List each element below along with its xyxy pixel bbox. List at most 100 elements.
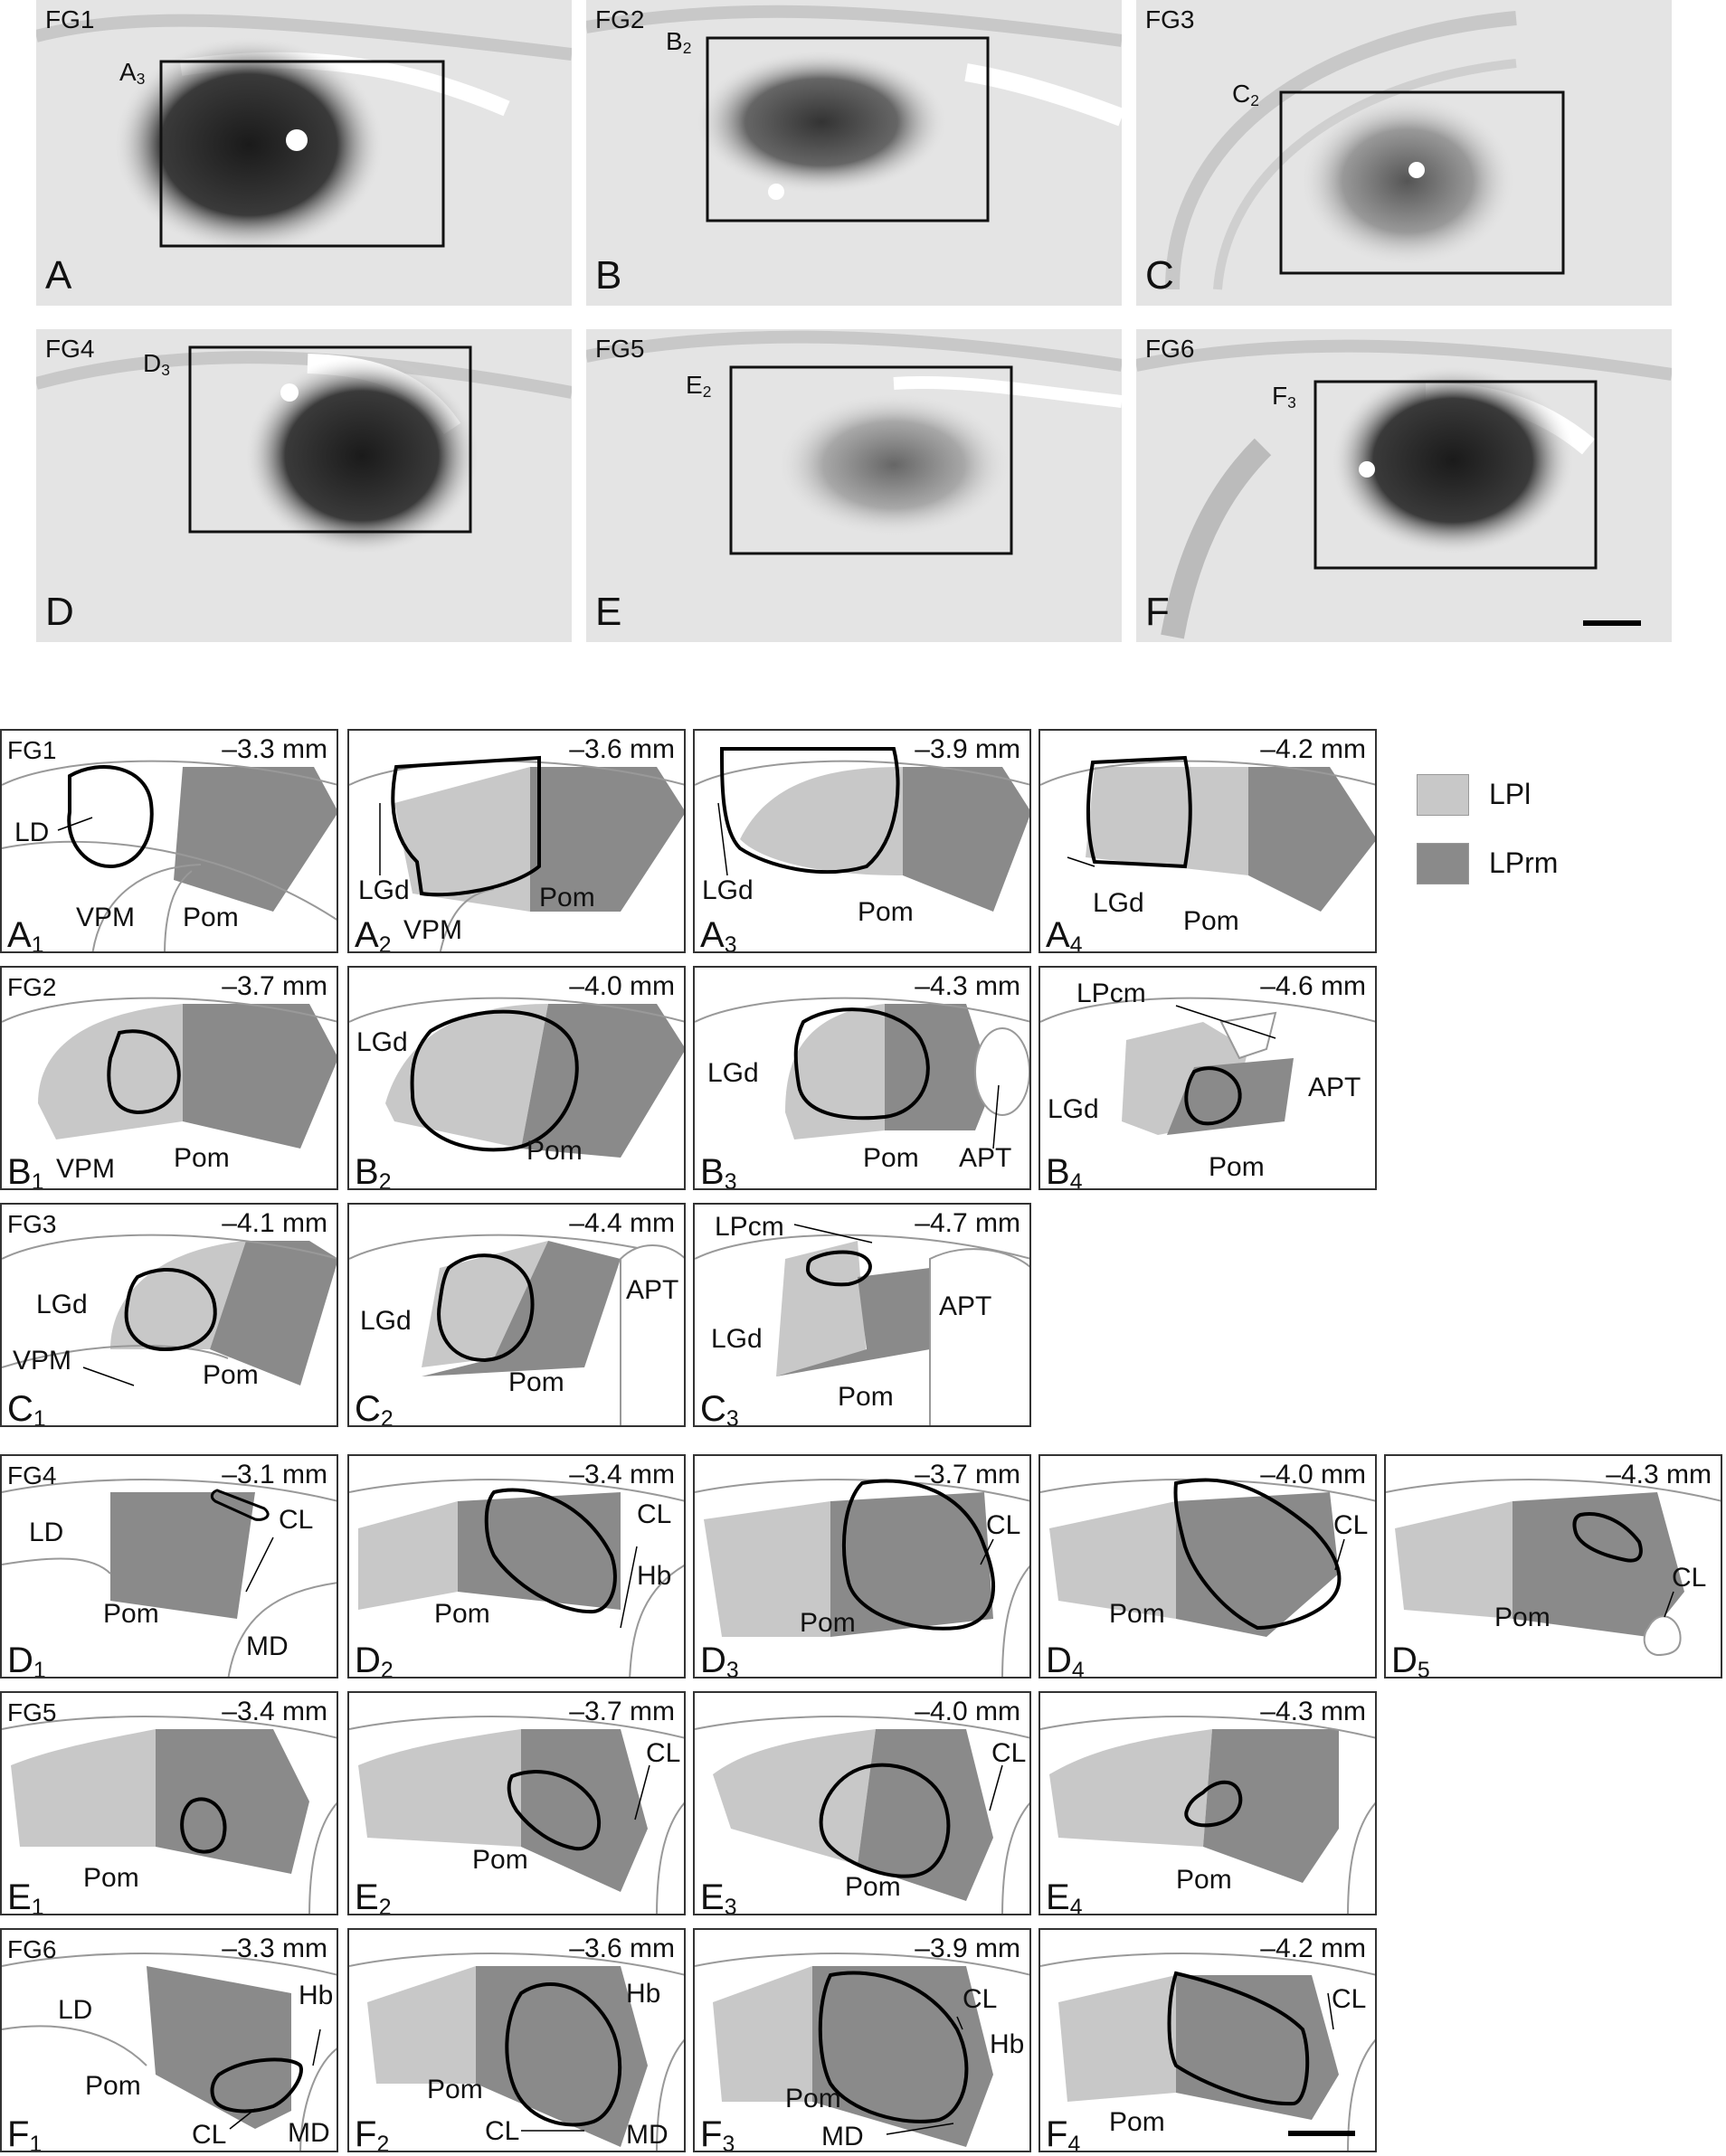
section-D4-depth: –4.0 mm <box>1260 1460 1366 1489</box>
section-A3: –3.9 mm LGd Pom A3 <box>693 729 1031 953</box>
section-D5-letter: D5 <box>1391 1641 1430 1678</box>
section-E1-fg-tag: FG5 <box>7 1698 57 1726</box>
section-B4-label-apt: APT <box>1308 1073 1361 1102</box>
section-A3-letter: A3 <box>700 915 737 953</box>
photo-panel-e: FG5 E2 E <box>586 329 1122 642</box>
section-B2-label-lgd: LGd <box>356 1027 408 1057</box>
section-F3-label-cl: CL <box>963 1984 998 2014</box>
section-D2-depth: –3.4 mm <box>569 1460 675 1489</box>
section-C3-art <box>695 1224 1029 1425</box>
section-B2-letter: B2 <box>355 1152 392 1190</box>
section-C3-depth: –4.7 mm <box>915 1208 1020 1238</box>
section-A2: –3.6 mm LGd VPM Pom A2 <box>347 729 686 953</box>
photo-d-art <box>36 345 572 555</box>
schematic-scale-bar <box>1288 2131 1355 2136</box>
section-B4: LPcm –4.6 mm LGd APT Pom B4 <box>1038 966 1377 1190</box>
section-D4: –4.0 mm CL Pom D4 <box>1038 1454 1377 1678</box>
section-E3: –4.0 mm CL Pom E3 <box>693 1691 1031 1915</box>
section-C3: LPcm –4.7 mm LGd APT Pom C3 <box>693 1203 1031 1427</box>
photo-f-tag: FG6 <box>1145 335 1195 363</box>
section-D5-label-cl: CL <box>1672 1563 1707 1593</box>
section-E1-label-pom: Pom <box>83 1863 139 1893</box>
section-A2-art <box>349 755 684 951</box>
section-E2-label-cl: CL <box>646 1738 681 1768</box>
section-D4-letter: D4 <box>1046 1641 1085 1678</box>
section-C2: –4.4 mm LGd APT Pom C2 <box>347 1203 686 1427</box>
section-B1-label-vpm: VPM <box>56 1154 116 1184</box>
section-C1-fg-tag: FG3 <box>7 1210 57 1238</box>
photo-c-art <box>1165 11 1565 290</box>
section-C3-label-lpcm: LPcm <box>715 1212 784 1242</box>
section-F1: FG6 –3.3 mm LD Hb Pom CL MD F1 <box>0 1928 338 2152</box>
section-B3-letter: B3 <box>700 1152 737 1190</box>
photo-panel-f: FG6 F3 F <box>1136 329 1672 642</box>
section-F1-fg-tag: FG6 <box>7 1935 57 1963</box>
section-D4-art <box>1040 1478 1375 1637</box>
section-F2-label-pom: Pom <box>427 2075 483 2104</box>
section-F4-depth: –4.2 mm <box>1260 1934 1366 1963</box>
section-B4-depth: –4.6 mm <box>1260 971 1366 1001</box>
section-A1: FG1 –3.3 mm LD VPM Pom A1 <box>0 729 338 953</box>
section-C2-label-apt: APT <box>626 1275 679 1305</box>
section-B3-label-apt: APT <box>959 1143 1012 1173</box>
section-A1-depth: –3.3 mm <box>222 734 327 764</box>
section-B2-art <box>349 997 684 1158</box>
section-D5: –4.3 mm CL Pom D5 <box>1384 1454 1722 1678</box>
section-E4-depth: –4.3 mm <box>1260 1697 1366 1726</box>
photo-e-letter: E <box>595 590 622 634</box>
section-C2-label-pom: Pom <box>508 1367 564 1397</box>
photo-panel-c: FG3 C2 C <box>1136 0 1672 306</box>
section-C3-label-pom: Pom <box>838 1382 894 1412</box>
section-C1-letter: C1 <box>7 1389 46 1427</box>
section-F1-depth: –3.3 mm <box>222 1934 327 1963</box>
section-E3-depth: –4.0 mm <box>915 1697 1020 1726</box>
section-C2-depth: –4.4 mm <box>569 1208 675 1238</box>
photo-b-box-label: B2 <box>666 27 692 58</box>
section-D1-art <box>2 1479 337 1677</box>
photo-a-art <box>36 14 572 253</box>
section-F3-label-hb: Hb <box>990 2029 1025 2059</box>
section-C1-label-lgd: LGd <box>36 1290 88 1319</box>
section-F3-art <box>695 1953 1029 2147</box>
section-F2-label-cl: CL <box>485 2116 520 2146</box>
section-E1-art <box>2 1716 337 1914</box>
section-D2: –3.4 mm CL Hb Pom D2 <box>347 1454 686 1678</box>
section-F4-label-cl: CL <box>1332 1984 1367 2014</box>
photo-panel-b: FG2 B2 B <box>586 0 1122 306</box>
photo-f-box-label: F3 <box>1272 382 1296 412</box>
photo-a-letter: A <box>45 253 72 298</box>
section-C3-label-lgd: LGd <box>711 1324 763 1354</box>
section-D2-label-hb: Hb <box>637 1561 672 1591</box>
section-D4-label-cl: CL <box>1333 1510 1369 1540</box>
section-E2-label-pom: Pom <box>472 1845 528 1875</box>
section-F3: –3.9 mm CL Hb Pom MD F3 <box>693 1928 1031 2152</box>
section-A4-label-pom: Pom <box>1183 906 1239 936</box>
section-B3: –4.3 mm LGd Pom APT B3 <box>693 966 1031 1190</box>
section-A1-label-ld: LD <box>14 818 50 847</box>
section-B3-art <box>695 997 1029 1149</box>
section-F3-label-pom: Pom <box>785 2084 841 2113</box>
section-F1-art <box>2 1953 337 2151</box>
section-D1-label-pom: Pom <box>103 1599 159 1629</box>
section-F4-art <box>1040 1953 1375 2151</box>
section-E2-letter: E2 <box>355 1877 392 1915</box>
section-D5-depth: –4.3 mm <box>1606 1460 1712 1489</box>
section-A1-art <box>2 760 337 951</box>
section-C1-depth: –4.1 mm <box>222 1208 327 1238</box>
section-A4-label-lgd: LGd <box>1093 888 1144 918</box>
section-D2-label-pom: Pom <box>434 1599 490 1629</box>
section-B4-label-pom: Pom <box>1209 1152 1265 1182</box>
section-A3-depth: –3.9 mm <box>915 734 1020 764</box>
section-B1-depth: –3.7 mm <box>222 971 327 1001</box>
section-D2-label-cl: CL <box>637 1499 672 1529</box>
section-C1-label-pom: Pom <box>203 1360 259 1390</box>
legend-label-lpl: LPl <box>1489 778 1532 810</box>
section-B4-art <box>1040 997 1375 1135</box>
section-B4-letter: B4 <box>1046 1152 1083 1190</box>
section-F1-label-md: MD <box>288 2118 330 2148</box>
section-D5-label-pom: Pom <box>1494 1603 1551 1632</box>
photo-a-box-label: A3 <box>119 58 146 89</box>
section-A4-art <box>1040 755 1375 912</box>
section-A1-letter: A1 <box>7 915 44 953</box>
section-F1-label-hb: Hb <box>299 1981 334 2010</box>
